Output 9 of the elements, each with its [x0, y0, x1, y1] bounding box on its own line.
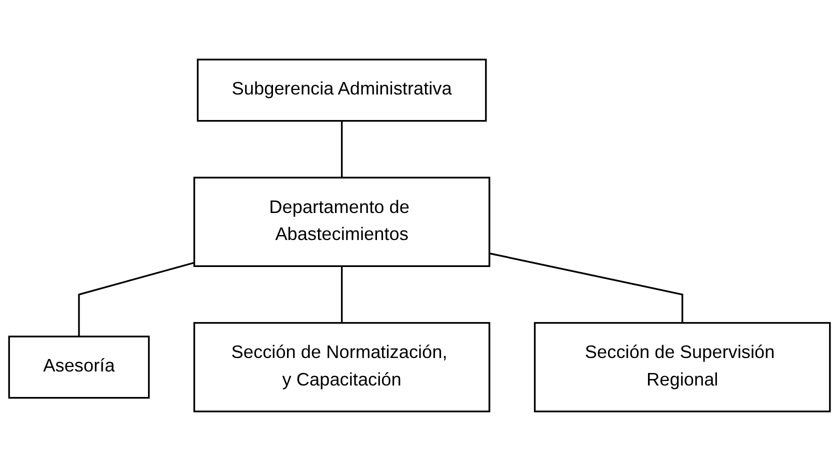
node-box: Departamento de Abastecimientos [193, 176, 490, 267]
node-box: Sección de Normatización, y Capacitación [193, 322, 490, 412]
node-box: Asesoría [8, 336, 150, 399]
connector [489, 252, 684, 323]
connector [340, 120, 343, 178]
node-box: Sección de Supervisión Regional [534, 322, 831, 412]
connector [78, 262, 194, 337]
connector [340, 266, 343, 323]
node-box: Subgerencia Administrativa [196, 58, 487, 122]
